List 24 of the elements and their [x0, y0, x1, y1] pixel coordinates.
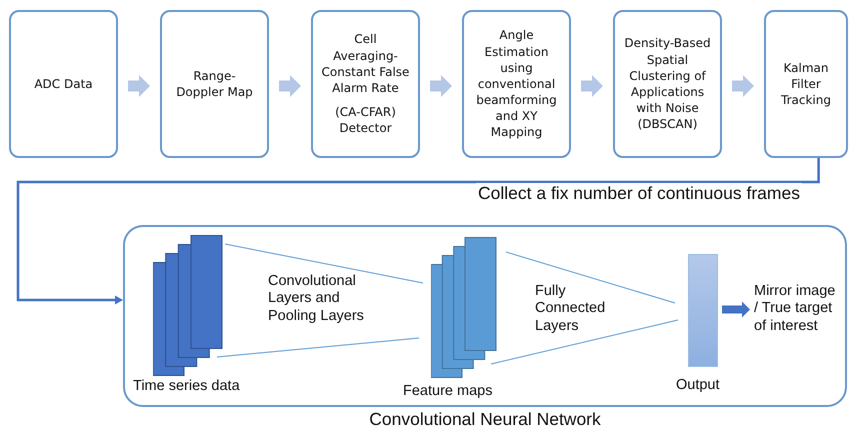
block-arrow	[128, 75, 150, 97]
process-box: ADC Data	[9, 10, 118, 158]
block-arrow	[722, 302, 750, 318]
process-box: Range-Doppler Map	[160, 10, 269, 158]
process-box: Cell Averaging-Constant False Alarm Rate (CA-CFAR) Detector	[311, 10, 420, 158]
connector-line	[224, 244, 424, 284]
block-arrow	[732, 75, 754, 97]
connector-line	[490, 320, 678, 364]
block-arrow	[581, 75, 603, 97]
process-box: Angle Estimation using conventional beamforming and XY Mapping	[462, 10, 571, 158]
arrow	[16, 158, 820, 304]
connector-line	[506, 252, 676, 304]
result-text: Mirror image / True target of interest	[754, 283, 840, 336]
connector-line	[216, 338, 420, 358]
block-arrow	[430, 75, 452, 97]
node-label: Output	[676, 377, 721, 394]
layer-label: Fully Connected Layers	[535, 283, 606, 336]
node-label: Time series data	[133, 378, 241, 396]
block-arrow	[279, 75, 301, 97]
layer-label: Convolutional Layers and Pooling Layers	[268, 273, 365, 326]
node-label: Feature maps	[403, 383, 494, 400]
process-box: Kalman Filter Tracking	[764, 10, 848, 158]
panel-title: Convolutional Neural Network	[368, 409, 602, 430]
process-box: Density-Based Spatial Clustering of Applications with Noise (DBSCAN)	[613, 10, 722, 158]
